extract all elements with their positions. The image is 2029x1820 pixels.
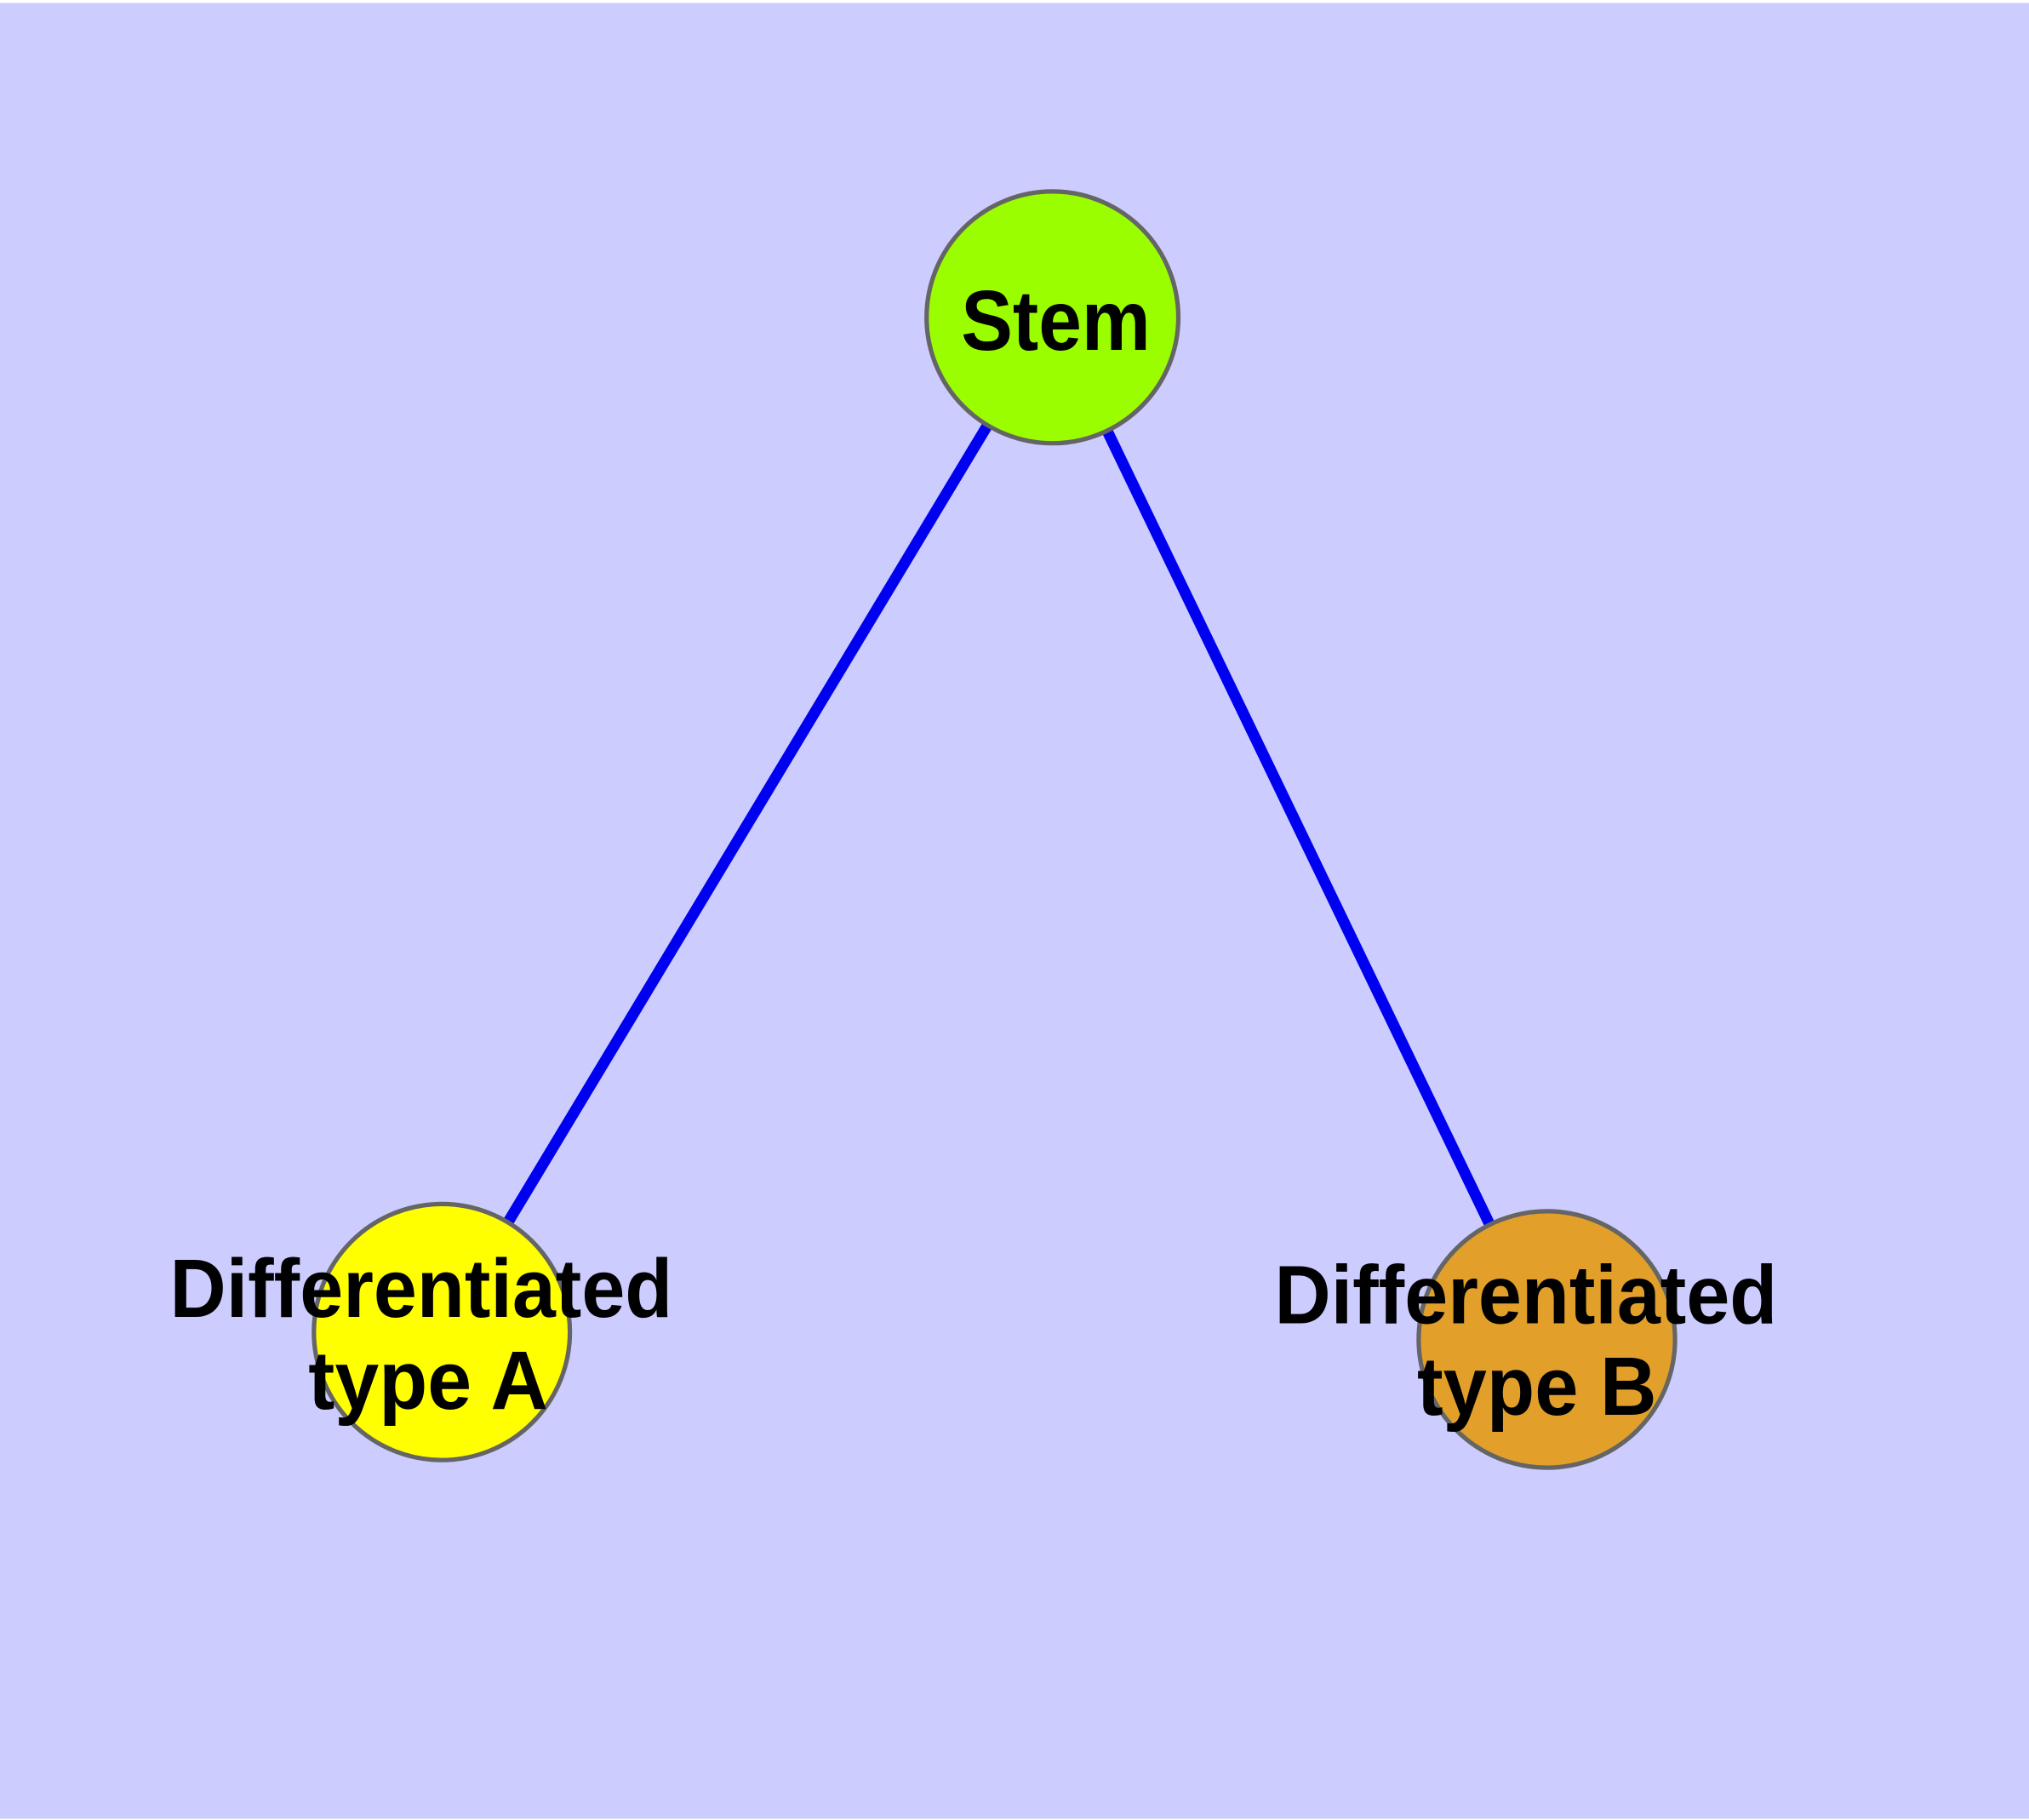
svg-text:Stem: Stem <box>961 273 1151 369</box>
svg-text:type B: type B <box>1417 1340 1657 1433</box>
svg-text:type A: type A <box>308 1334 548 1427</box>
svg-text:Differentiated: Differentiated <box>170 1242 673 1335</box>
svg-text:Differentiated: Differentiated <box>1275 1249 1778 1342</box>
